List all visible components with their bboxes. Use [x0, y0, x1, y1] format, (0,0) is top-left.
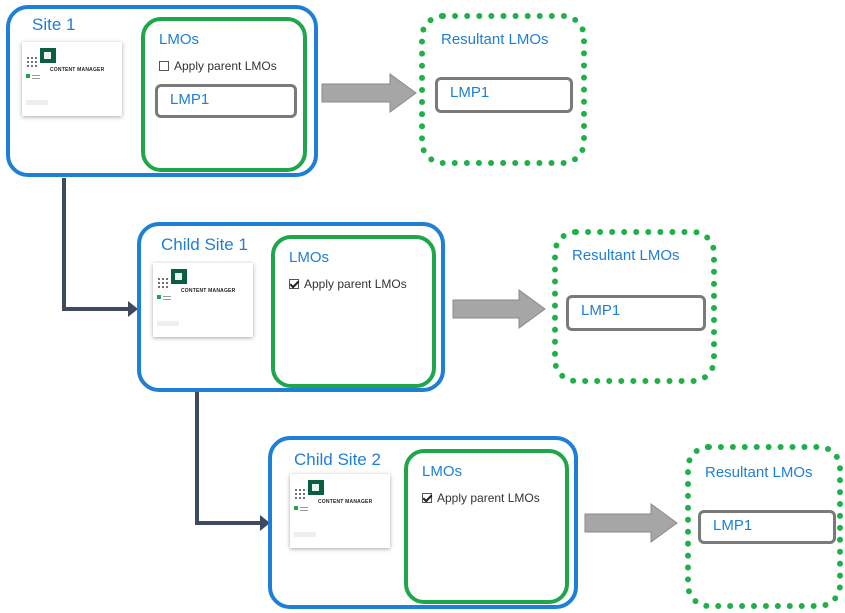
apply-parent-label: Apply parent LMOs	[304, 277, 407, 291]
child-site-1-box: Child Site 1 CONTENT MANAGER LMOs Apply …	[137, 222, 445, 392]
site-1-box: Site 1 CONTENT MANAGER LMOs Apply parent…	[6, 5, 318, 177]
resultant-lmos-box-site-1: Resultant LMOs LMP1	[419, 13, 587, 166]
site-title: Child Site 1	[161, 235, 248, 254]
apply-parent-checkbox[interactable]	[159, 61, 169, 71]
resultant-policy-item: LMP1	[566, 295, 706, 331]
brand-mark-icon	[157, 295, 171, 301]
site-title: Site 1	[32, 15, 76, 34]
lmos-title: LMOs	[289, 249, 330, 266]
content-manager-thumbnail: CONTENT MANAGER	[290, 474, 390, 548]
apply-parent-checkbox[interactable]	[422, 493, 432, 503]
lmos-panel: LMOs Apply parent LMOs LMP1	[141, 17, 307, 172]
connector-child1-to-child2	[195, 392, 260, 525]
apply-parent-row[interactable]: Apply parent LMOs	[422, 491, 540, 505]
thumbnail-bar	[294, 532, 316, 537]
resultant-title: Resultant LMOs	[572, 247, 680, 264]
lmos-title: LMOs	[159, 31, 200, 48]
connector-arrowhead-child1	[128, 301, 138, 317]
thumbnail-bar	[157, 321, 179, 326]
apply-parent-label: Apply parent LMOs	[437, 491, 540, 505]
brand-mark-icon	[26, 74, 40, 80]
content-manager-logo-icon	[40, 48, 56, 63]
thumbnail-bar	[26, 100, 48, 105]
resultant-title: Resultant LMOs	[705, 464, 813, 481]
thumbnail-label: CONTENT MANAGER	[181, 288, 236, 294]
lmos-panel: LMOs Apply parent LMOs	[404, 449, 569, 604]
lmos-panel: LMOs Apply parent LMOs	[271, 235, 436, 388]
dot-grid-icon	[157, 277, 169, 289]
resultant-title: Resultant LMOs	[441, 31, 549, 48]
child-site-2-box: Child Site 2 CONTENT MANAGER LMOs Apply …	[268, 436, 578, 609]
thumbnail-label: CONTENT MANAGER	[50, 67, 105, 73]
apply-parent-row[interactable]: Apply parent LMOs	[159, 59, 277, 73]
thumbnail-label: CONTENT MANAGER	[318, 499, 373, 505]
dot-grid-icon	[294, 488, 306, 500]
resultant-policy-item: LMP1	[435, 77, 573, 113]
flow-arrow-site1	[321, 73, 417, 113]
content-manager-logo-icon	[308, 480, 324, 495]
dot-grid-icon	[26, 56, 38, 68]
apply-parent-label: Apply parent LMOs	[174, 59, 277, 73]
resultant-lmos-box-child-site-2: Resultant LMOs LMP1	[685, 444, 843, 609]
site-title: Child Site 2	[294, 450, 381, 469]
resultant-lmos-box-child-site-1: Resultant LMOs LMP1	[552, 229, 717, 384]
connector-arrowhead-child2	[260, 515, 270, 531]
content-manager-logo-icon	[171, 269, 187, 284]
lmos-title: LMOs	[422, 463, 463, 480]
apply-parent-row[interactable]: Apply parent LMOs	[289, 277, 407, 291]
brand-mark-icon	[294, 506, 308, 512]
content-manager-thumbnail: CONTENT MANAGER	[153, 263, 253, 337]
resultant-policy-item: LMP1	[698, 510, 836, 544]
flow-arrow-child2	[584, 503, 678, 543]
policy-item: LMP1	[155, 84, 297, 118]
content-manager-thumbnail: CONTENT MANAGER	[22, 42, 122, 116]
flow-arrow-child1	[452, 289, 546, 329]
connector-site1-to-child1	[62, 178, 128, 311]
apply-parent-checkbox[interactable]	[289, 279, 299, 289]
